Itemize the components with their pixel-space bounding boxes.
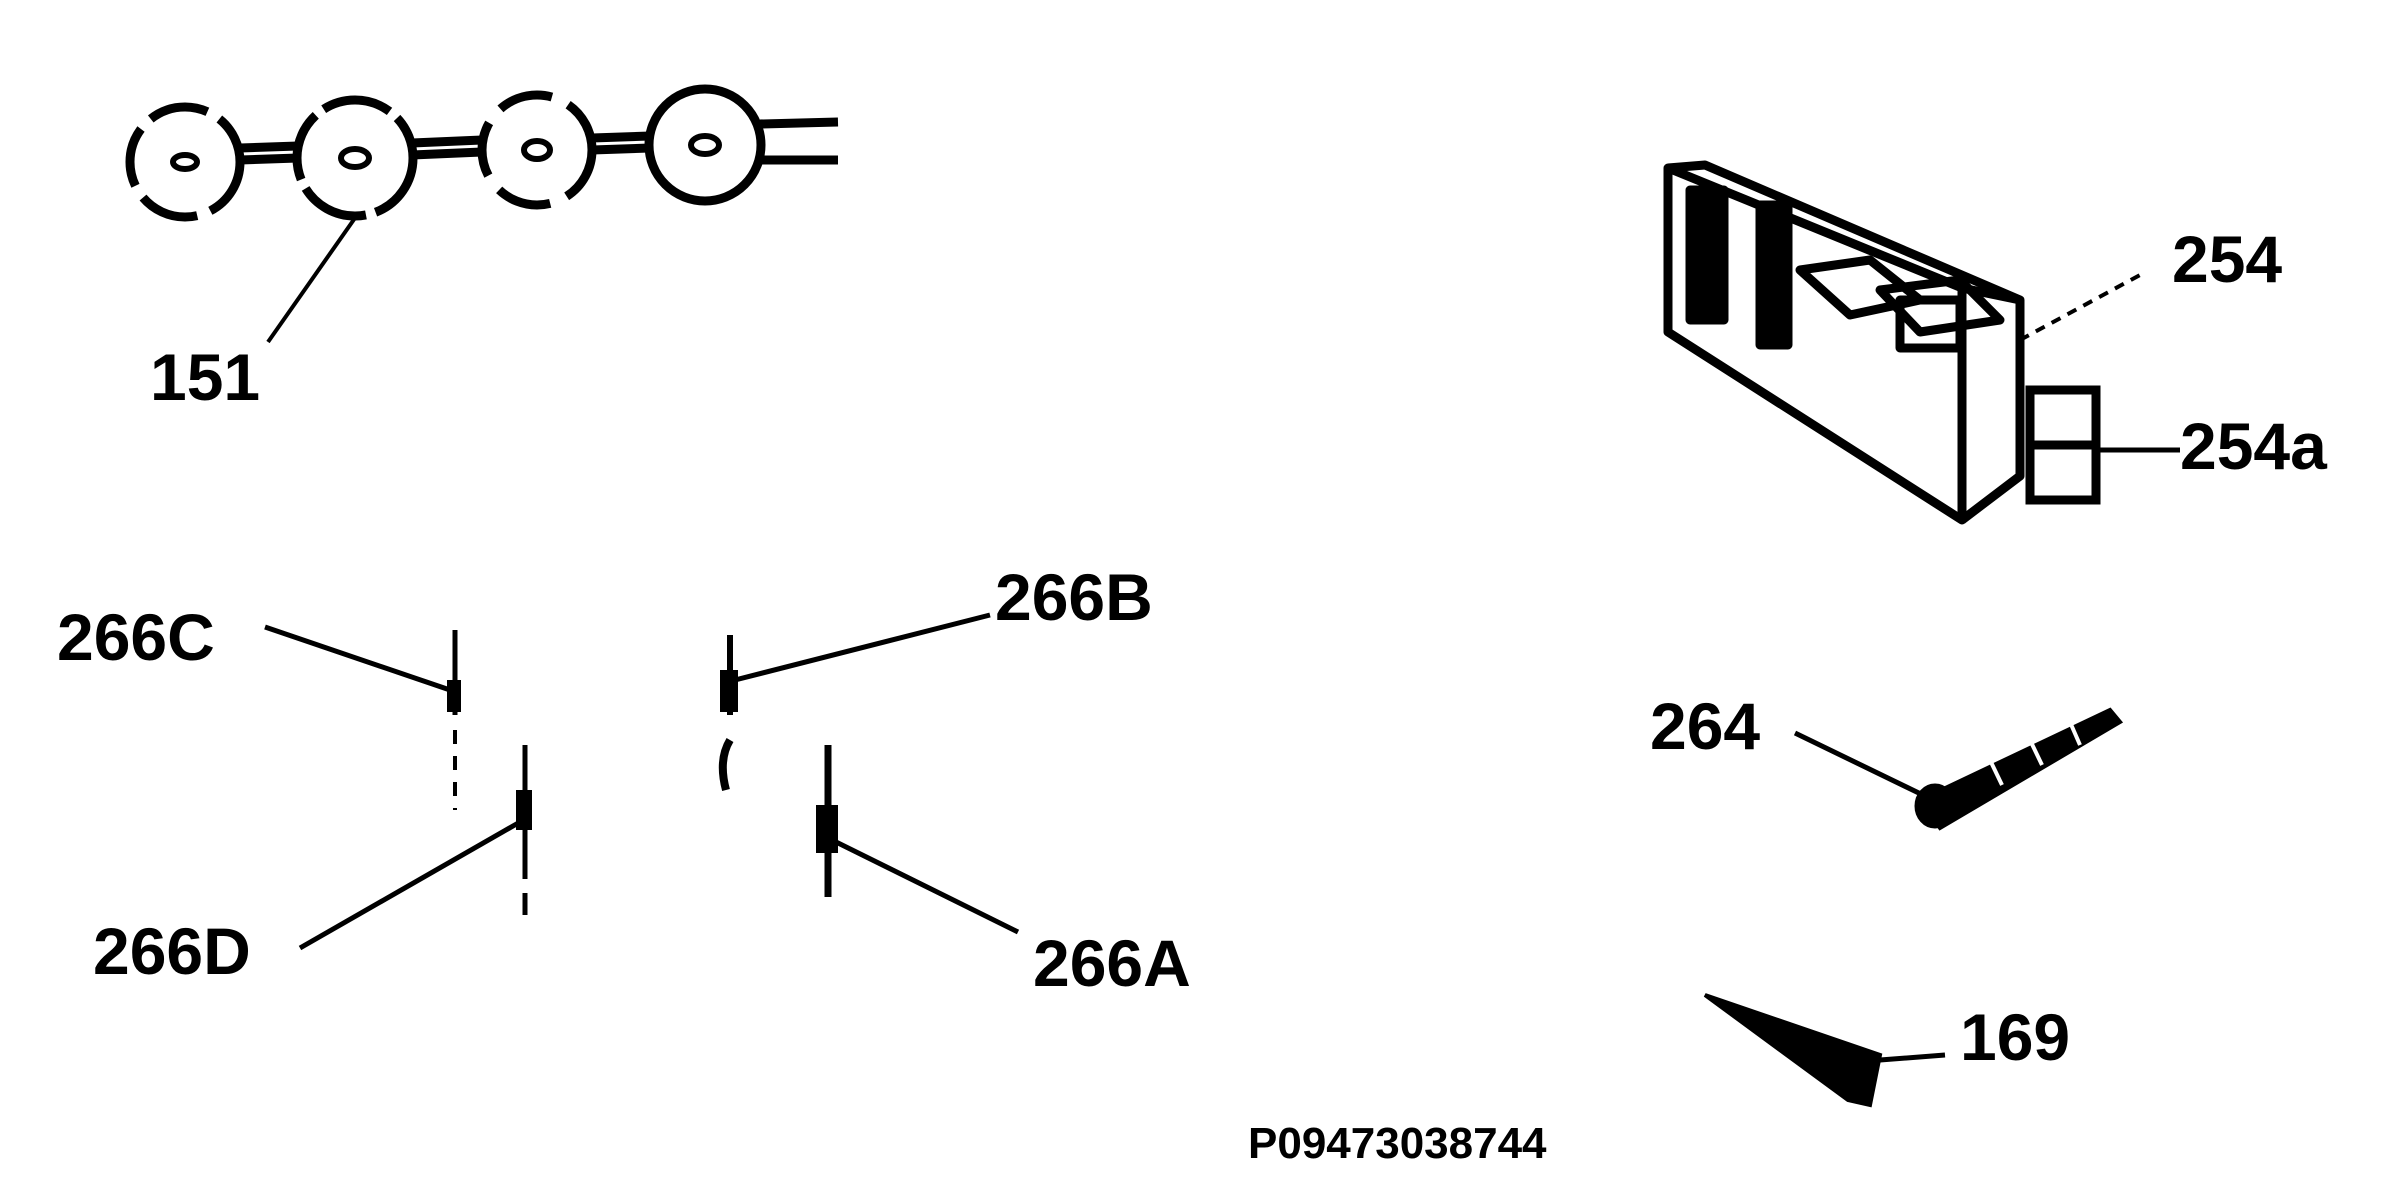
part-label-169: 169: [1960, 1000, 2071, 1074]
leader-line-254: [2019, 273, 2141, 342]
relay-box-icon: [1663, 160, 2025, 525]
part-label-266A: 266A: [1033, 926, 1191, 1000]
part-label-254a: 254a: [2180, 409, 2327, 483]
connector-tab-icon: [2025, 385, 2101, 505]
part-label-266C: 266C: [57, 600, 215, 674]
chain-link-icon: [125, 84, 839, 222]
clip-icon: [718, 635, 738, 792]
leader-line-264: [1793, 730, 1927, 799]
wedge-icon: [1703, 993, 1883, 1108]
leader-line-266B: [734, 612, 991, 683]
part-label-254: 254: [2172, 222, 2283, 296]
part-label-266D: 266D: [93, 914, 251, 988]
leader-line-266D: [298, 819, 522, 951]
part-label-266B: 266B: [995, 560, 1153, 634]
leader-line-266C: [264, 624, 451, 693]
clip-icon: [516, 745, 532, 915]
part-label-151: 151: [150, 340, 261, 414]
clip-icon: [816, 745, 838, 905]
leader-line-266A: [830, 837, 1020, 935]
drawing-number: P09473038744: [1248, 1119, 1547, 1168]
part-label-264: 264: [1650, 689, 1761, 763]
leader-line-151: [266, 216, 357, 344]
screw-icon: [1914, 707, 2124, 831]
clip-icon: [447, 630, 461, 810]
leader-line-169: [1879, 1052, 1946, 1063]
